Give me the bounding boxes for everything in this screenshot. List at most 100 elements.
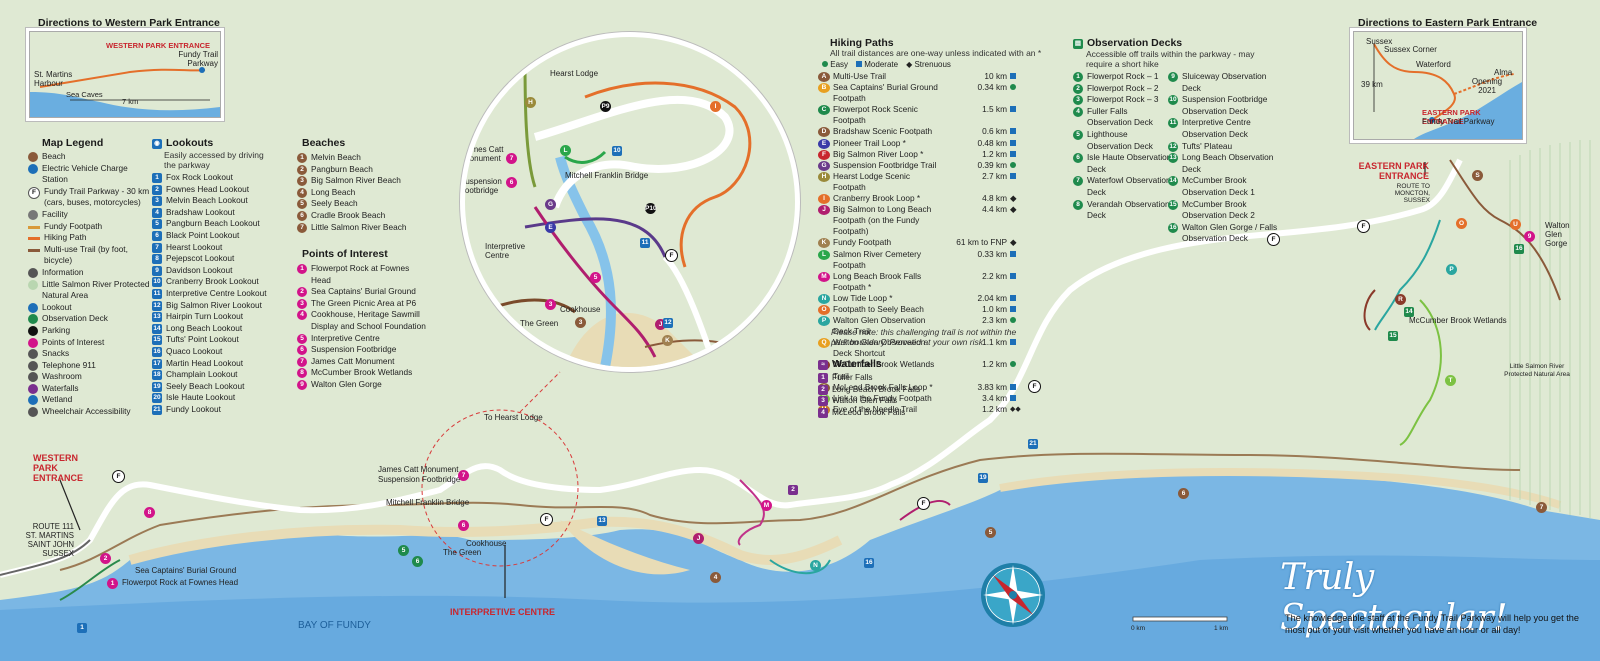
legend-item-label: Observation Deck bbox=[42, 313, 108, 324]
beach-item-label: Long Beach bbox=[311, 186, 356, 197]
observation-deck-number-icon: 3 bbox=[1073, 95, 1083, 106]
waterfall-item-label: Fuller Falls bbox=[832, 372, 873, 382]
observation-deck-number-icon: 8 bbox=[1073, 199, 1083, 210]
trail-c bbox=[59, 559, 121, 601]
lookout-item-number-icon: 6 bbox=[152, 230, 162, 241]
trail-name: Low Tide Loop * bbox=[833, 292, 893, 303]
trail-code-icon: M bbox=[818, 271, 830, 282]
scale-one-label: 1 km bbox=[1214, 625, 1229, 632]
interpretive-centre-label: INTERPRETIVE CENTRE bbox=[450, 607, 556, 617]
trail-distance: 2.04 km bbox=[977, 292, 1007, 303]
trail-distance: 1.1 km bbox=[982, 337, 1007, 348]
lookout-item-number-icon: 4 bbox=[152, 207, 162, 218]
waterfalls-icon bbox=[28, 383, 38, 394]
trail-difficulty-icon bbox=[1010, 359, 1020, 370]
trail-code-icon: I bbox=[818, 194, 830, 205]
legend-item-label: Multi-use Trail (by foot, bicycle) bbox=[44, 243, 128, 266]
hiking-paths-note: Please note: this challenging trail is n… bbox=[831, 327, 1017, 347]
poi-item-label: Suspension Footbridge bbox=[311, 344, 397, 355]
observation-deck-number-icon: 11 bbox=[1168, 118, 1178, 129]
scale-bar bbox=[1132, 616, 1228, 622]
observation-deck-label: Flowerpot Rock – 2 bbox=[1087, 82, 1159, 93]
eastern-inset-parkway: Fundy Trail Parkway bbox=[1422, 117, 1495, 126]
the-green-label: The Green bbox=[443, 548, 482, 557]
trail-code-icon: G bbox=[818, 160, 830, 171]
information-icon bbox=[28, 267, 38, 278]
trail-difficulty-icon bbox=[1010, 271, 1020, 282]
trail-code-icon: L bbox=[818, 249, 830, 260]
observation-deck-label: Waterfowl Observation Deck bbox=[1087, 175, 1171, 197]
beach-item-label: Big Salmon River Beach bbox=[311, 175, 401, 186]
legend-item-label: Telephone 911 bbox=[42, 359, 96, 370]
trail-distance: 10 km bbox=[984, 71, 1007, 81]
trail-difficulty-icon bbox=[1010, 393, 1020, 404]
western-directions-inset: WESTERN PARK ENTRANCE Fundy Trail Parkwa… bbox=[29, 31, 221, 118]
observation-deck-label: Flowerpot Rock – 3 bbox=[1087, 94, 1159, 105]
lookout-item-label: Bradshaw Lookout bbox=[166, 206, 235, 217]
trail-difficulty-icon bbox=[1010, 104, 1020, 115]
trail-p bbox=[1374, 219, 1441, 331]
beach-item-label: Pangburn Beach bbox=[311, 163, 373, 174]
trail-code-icon: F bbox=[818, 149, 830, 160]
hiking-path-icon bbox=[28, 237, 40, 241]
observation-deck-number-icon: 13 bbox=[1168, 153, 1178, 164]
trail-name: Sea Captains' Burial Ground Footpath bbox=[833, 82, 938, 104]
waterfall-item-number-icon: 3 bbox=[818, 396, 828, 407]
hiking-path-east bbox=[1449, 159, 1561, 301]
lookout-item-label: Quaco Lookout bbox=[166, 345, 223, 356]
snacks-icon bbox=[28, 349, 38, 360]
observation-deck-item: 3 Flowerpot Rock – 3 bbox=[1073, 94, 1173, 106]
trail-difficulty-icon: ◆ bbox=[1010, 193, 1017, 204]
trail-name: Link to the Fundy Footpath bbox=[833, 392, 932, 403]
lookout-item-number-icon: 8 bbox=[152, 254, 162, 265]
observation-deck-number-icon: 7 bbox=[1073, 176, 1083, 187]
trail-code-icon: N bbox=[818, 293, 830, 304]
trail-difficulty-icon bbox=[1010, 149, 1020, 160]
eastern-inset-opening: Opening 2021 bbox=[1471, 77, 1503, 95]
washroom-icon bbox=[28, 372, 38, 383]
legend-item-label: Beach bbox=[42, 151, 66, 161]
trail-difficulty-icon bbox=[1010, 315, 1020, 326]
eastern-inset-alma: Alma bbox=[1494, 68, 1513, 77]
lookout-item-label: Fownes Head Lookout bbox=[166, 183, 250, 194]
beach-item-number-icon: 5 bbox=[297, 199, 307, 210]
lookout-item-number-icon: 3 bbox=[152, 196, 162, 207]
trail-distance: 4.8 km bbox=[982, 193, 1007, 204]
poi-item-label: Interpretive Centre bbox=[311, 332, 380, 343]
trail-code-icon: D bbox=[818, 127, 830, 138]
wetland-icon bbox=[28, 395, 38, 406]
beach-item-number-icon: 1 bbox=[297, 153, 307, 163]
legend-item: Points of Interest bbox=[28, 337, 152, 349]
poi-title: Points of Interest bbox=[302, 248, 388, 260]
lookout-item-label: Long Beach Lookout bbox=[166, 322, 243, 333]
legend-item-label: Points of Interest bbox=[42, 336, 105, 347]
legend-item-label: Electric Vehicle Charge Station bbox=[42, 162, 128, 185]
poi-item-label: James Catt Monument bbox=[311, 355, 395, 366]
observation-deck-label: Lighthouse Observation Deck bbox=[1087, 128, 1153, 151]
trail-distance: 1.0 km bbox=[982, 303, 1007, 314]
trail-distance: 0.34 km bbox=[977, 82, 1007, 93]
observation-deck-icon: ▤ bbox=[1073, 38, 1083, 49]
observation-deck-number-icon: 14 bbox=[1168, 176, 1178, 187]
legend-item: Waterfalls bbox=[28, 383, 152, 395]
